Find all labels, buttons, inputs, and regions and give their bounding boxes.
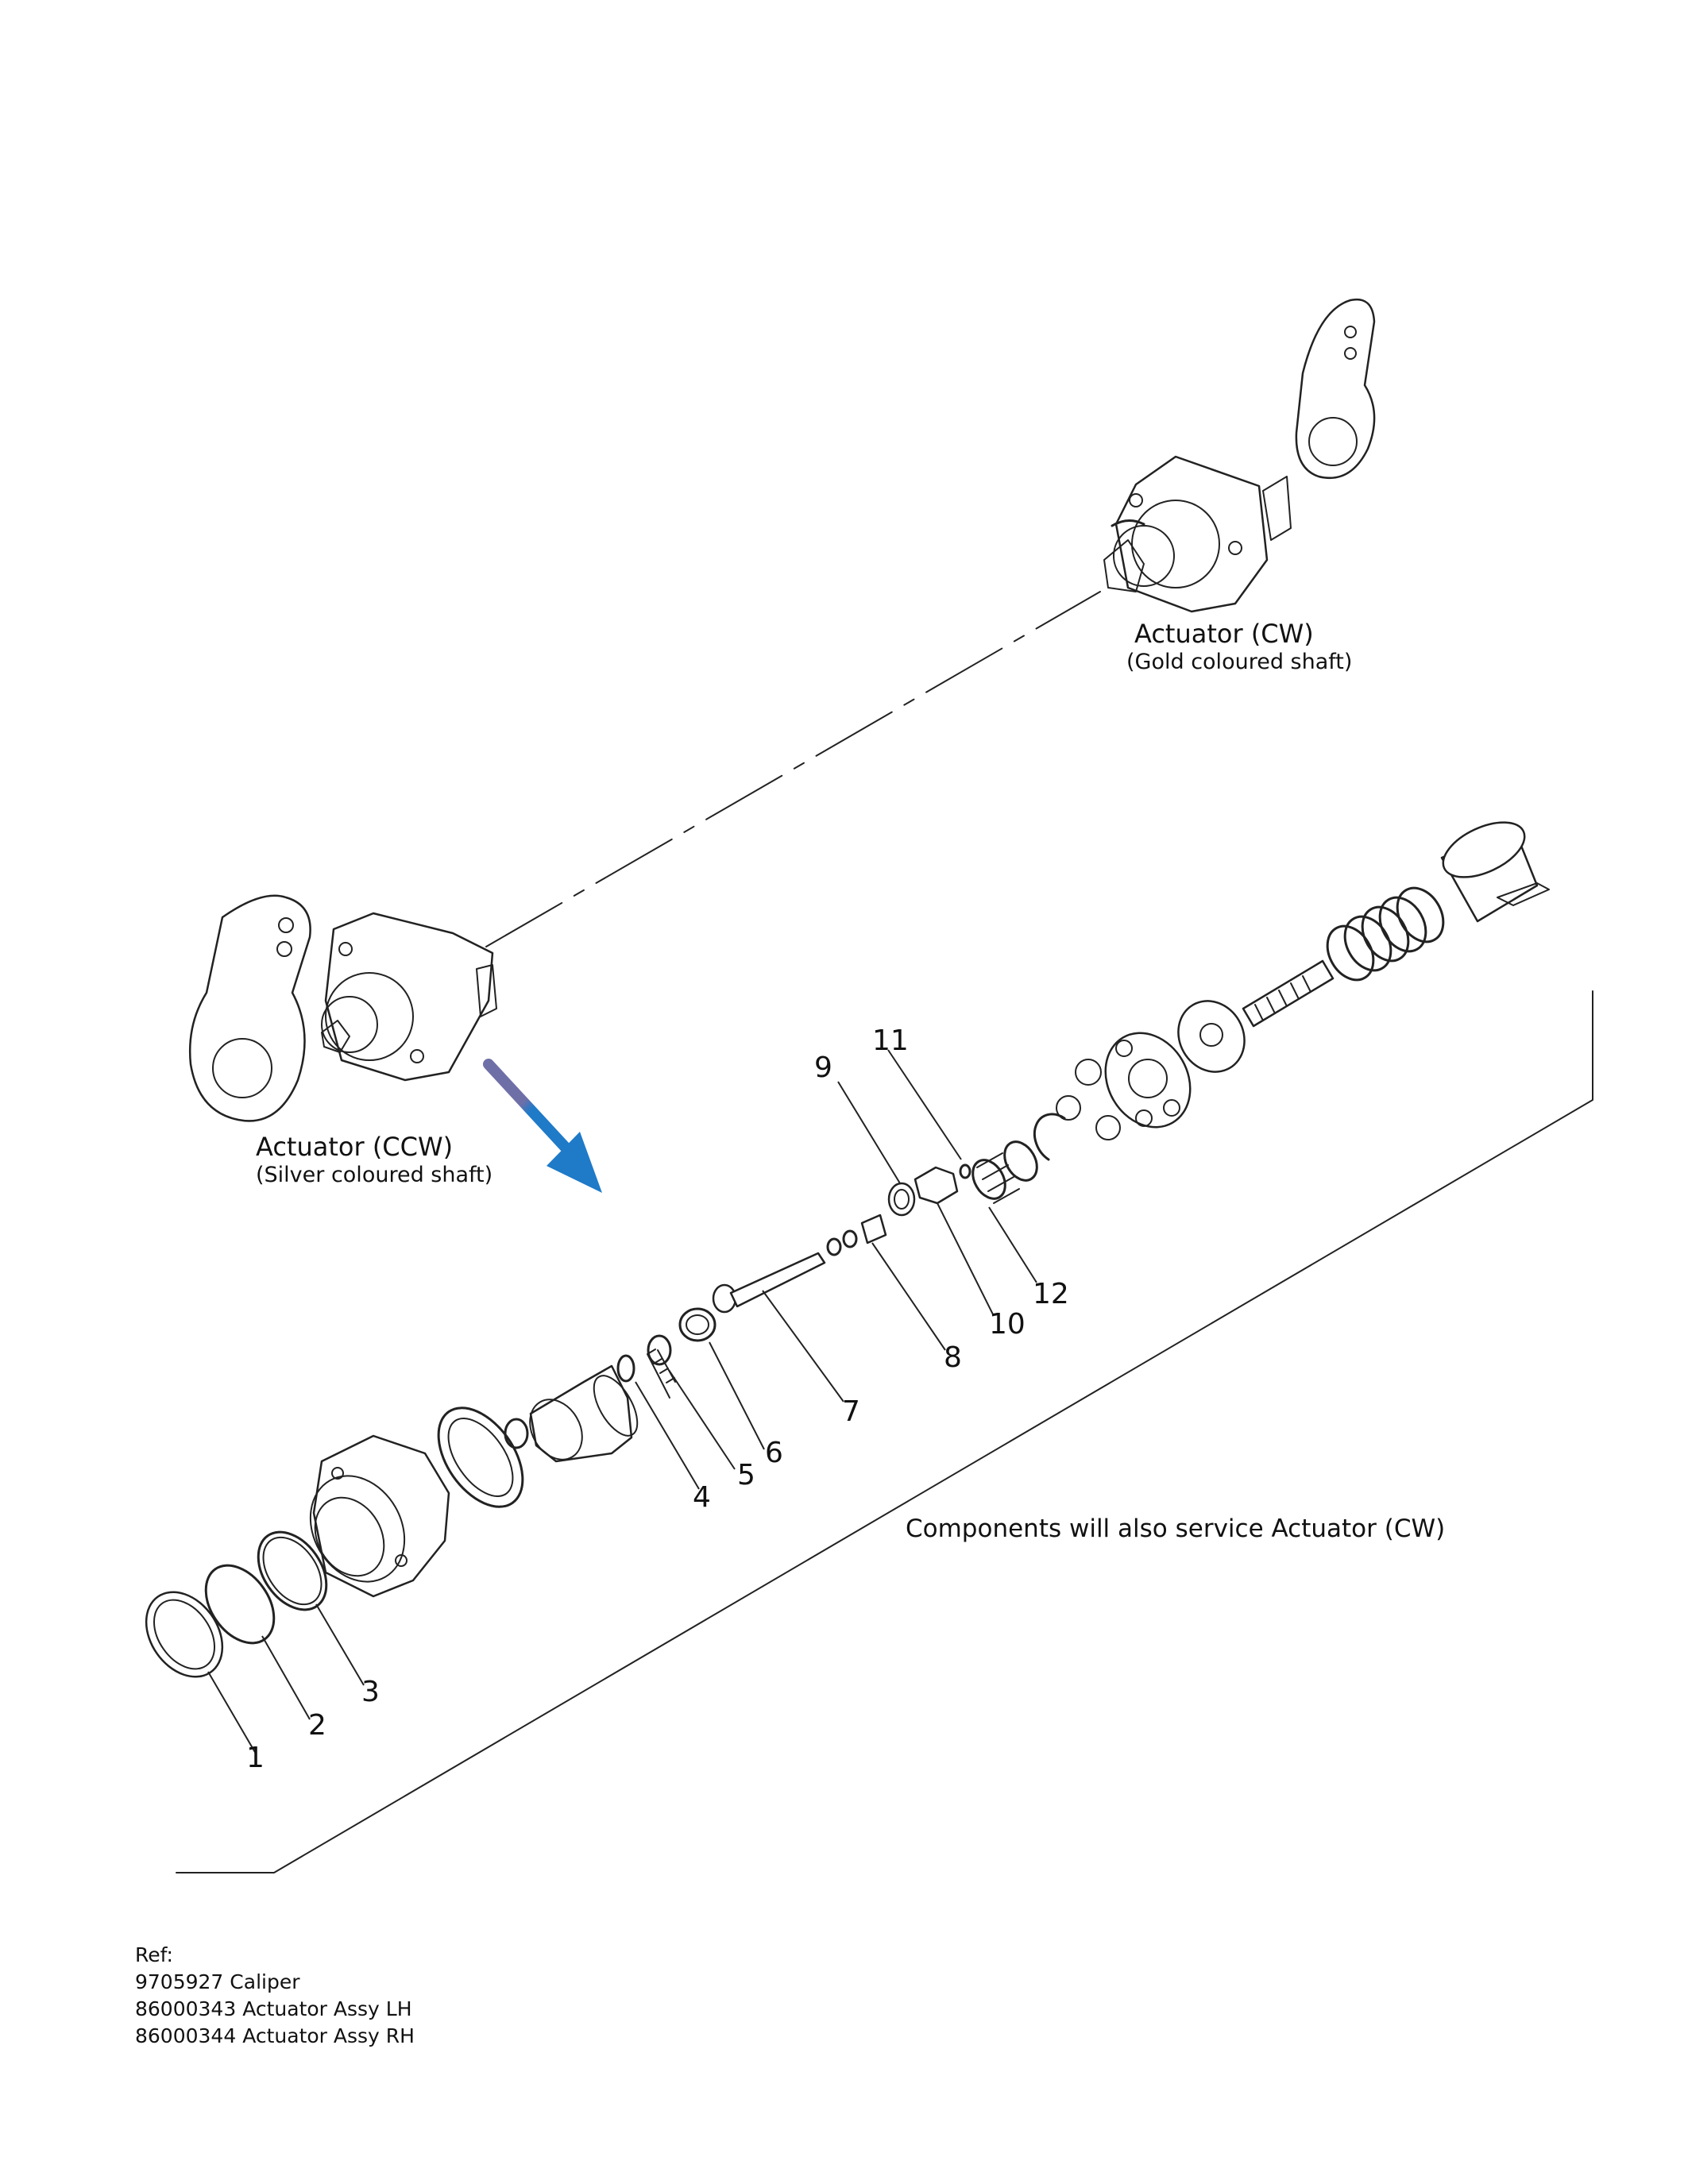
callout-12: 12 [1033,1278,1069,1310]
callout-3: 3 [361,1676,380,1708]
callout-10: 10 [989,1308,1026,1341]
callout-4: 4 [693,1481,711,1514]
service-note: Components will also service Actuator (C… [906,1515,1446,1543]
callout-7: 7 [842,1395,860,1428]
reference-heading: Ref: [135,1943,173,1966]
actuator-cw-title: Actuator (CW) [1134,619,1314,649]
actuator-cw-drawing [1103,298,1376,613]
callout-11: 11 [872,1024,909,1057]
direction-arrow [483,1059,602,1193]
callout-6: 6 [765,1437,783,1469]
callout-5: 5 [737,1459,755,1491]
actuator-ccw-title: Actuator (CCW) [256,1132,454,1162]
callout-1: 1 [246,1742,265,1774]
actuator-cw-subtitle: (Gold coloured shaft) [1126,650,1353,674]
reference-line-lh: 86000343 Actuator Assy LH [135,1997,412,2020]
reference-block: Ref: 9705927 Caliper 86000343 Actuator A… [135,1942,415,2050]
leader-lines [207,1049,1037,1754]
reference-line-caliper: 9705927 Caliper [135,1970,300,1993]
reference-line-rh: 86000344 Actuator Assy RH [135,2024,415,2047]
callout-8: 8 [944,1341,962,1374]
callout-9: 9 [814,1051,832,1084]
parts-exploded [145,821,1550,1678]
center-line [485,591,1101,947]
callout-2: 2 [308,1709,326,1742]
actuator-ccw-subtitle: (Silver coloured shaft) [256,1163,493,1187]
actuator-ccw-drawing [188,894,497,1122]
service-boundary [176,990,1593,1873]
